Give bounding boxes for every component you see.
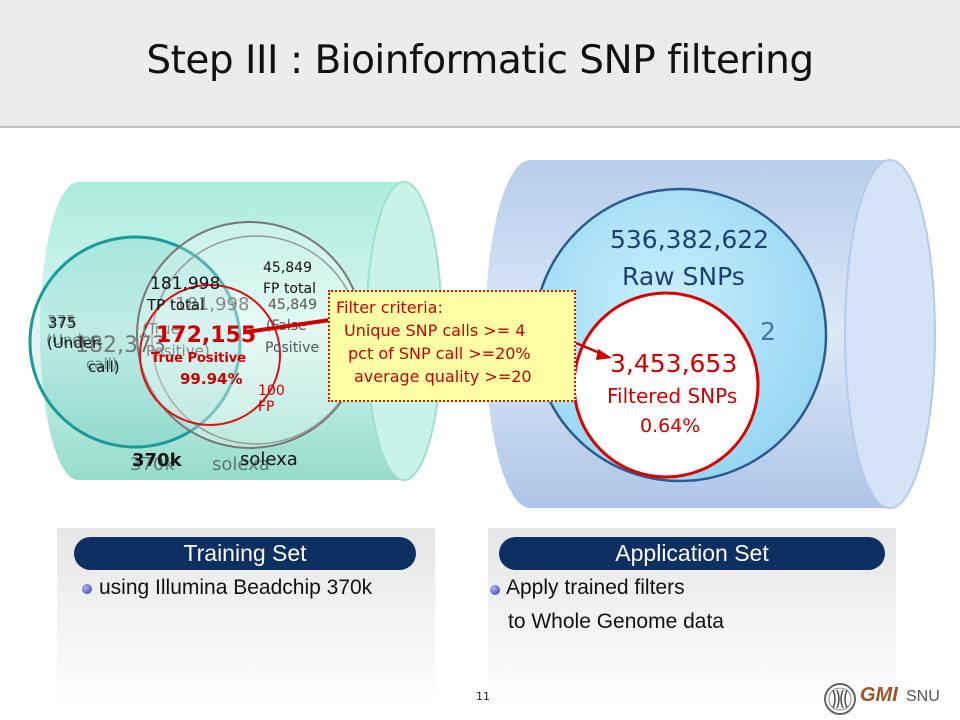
fp-total-label: FP total bbox=[263, 281, 316, 297]
true-positive-pct: 99.94% bbox=[180, 370, 242, 388]
bullet-icon bbox=[82, 584, 92, 594]
false-positive-label2: Positive bbox=[265, 340, 319, 356]
criteria-line-1: Unique SNP calls >= 4 bbox=[344, 321, 526, 340]
under-call-label: (Under- bbox=[47, 334, 103, 352]
application-set-heading: Application Set bbox=[499, 537, 885, 570]
under-call-value-shadow: 375 bbox=[47, 312, 76, 330]
under-call-label-shadow: (Under- bbox=[46, 331, 102, 349]
true-positive-value: 172,155 bbox=[156, 323, 256, 348]
arrow-head-icon bbox=[596, 349, 612, 360]
ghost-tp-label: (True bbox=[142, 320, 180, 338]
ghost-overlap-label: 181,998 bbox=[175, 294, 249, 315]
tp-total-label: TP total bbox=[146, 296, 204, 314]
application-set-bullet-line2: to Whole Genome data bbox=[508, 610, 724, 633]
application-set-bullet-line1: Apply trained filters bbox=[506, 576, 685, 599]
filtered-snps-label: Filtered SNPs bbox=[607, 384, 737, 408]
label-solexa: solexa bbox=[240, 449, 298, 470]
page-number: 11 bbox=[476, 690, 490, 703]
training-set-bullet: using Illumina Beadchip 370k bbox=[99, 576, 373, 599]
filtered-snps-value: 3,453,653 bbox=[610, 349, 737, 378]
fp-small-label: FP bbox=[258, 399, 275, 415]
circle-true-positive bbox=[139, 284, 281, 426]
connector-line bbox=[245, 318, 331, 334]
criteria-line-3: average quality >=20 bbox=[354, 367, 532, 386]
title-bar: Step III : Bioinformatic SNP filtering bbox=[0, 0, 960, 128]
fp-total-value: 45,849 bbox=[263, 260, 312, 276]
criteria-line-2: pct of SNP call >=20% bbox=[348, 344, 531, 363]
ghost-total-label: 182,373 bbox=[75, 333, 166, 358]
false-positive-value: 45,849 bbox=[268, 297, 317, 313]
logo-name: GMI bbox=[860, 684, 898, 706]
training-cylinder bbox=[40, 181, 443, 481]
under-call-label2: call) bbox=[88, 358, 120, 376]
gmi-logo-icon bbox=[824, 683, 856, 715]
under-call-label2-shadow: call) bbox=[86, 355, 118, 373]
label-solexa-shadow: solexa bbox=[212, 454, 270, 475]
tp-total-value: 181,998 bbox=[150, 274, 220, 294]
ghost-tp-label2: Positive) bbox=[146, 342, 210, 360]
filter-criteria-box: Filter criteria: Unique SNP calls >= 4 p… bbox=[328, 290, 576, 402]
raw-snps-label: Raw SNPs bbox=[622, 262, 745, 291]
raw-snps-value: 536,382,622 bbox=[610, 225, 769, 254]
logo-suffix: SNU bbox=[906, 688, 940, 705]
slide-title: Step III : Bioinformatic SNP filtering bbox=[146, 38, 814, 83]
true-positive-label: True Positive bbox=[151, 351, 246, 366]
criteria-title: Filter criteria: bbox=[336, 298, 443, 317]
label-370k-shadow: 370k bbox=[130, 454, 175, 475]
ghost-digit: 2 bbox=[760, 317, 776, 346]
training-set-heading: Training Set bbox=[74, 537, 416, 570]
under-call-value: 375 bbox=[48, 314, 77, 332]
fp-small-value: 100 bbox=[258, 383, 285, 399]
filtered-snps-pct: 0.64% bbox=[640, 415, 700, 437]
label-370k: 370k bbox=[132, 450, 183, 471]
bullet-icon bbox=[490, 585, 500, 595]
